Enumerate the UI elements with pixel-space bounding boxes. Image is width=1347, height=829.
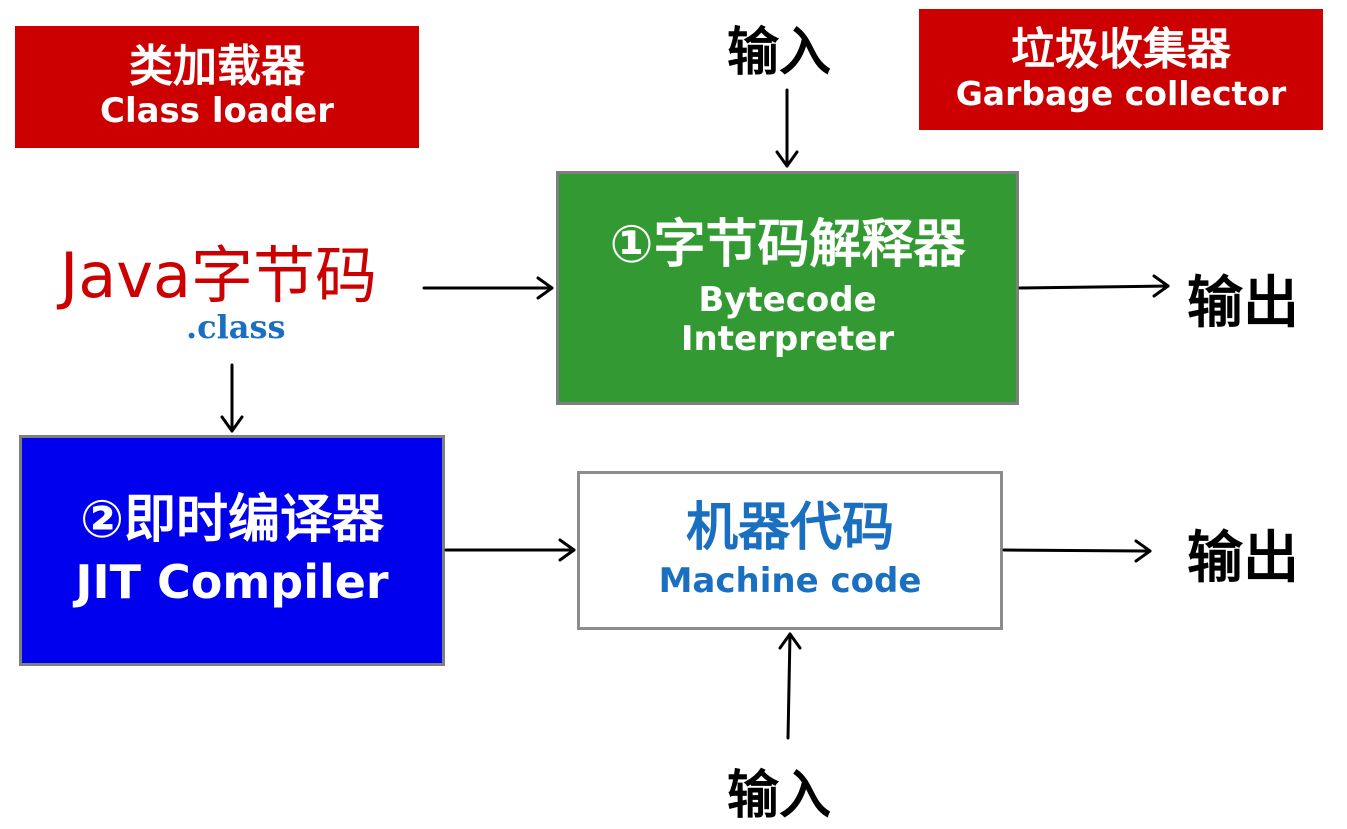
class-loader-title-zh: 类加载器 — [129, 41, 305, 93]
arrow-bytecode-to-interpreter — [422, 276, 554, 300]
arrow-input-to-interpreter — [775, 88, 799, 168]
jit-compiler-box: ②即时编译器 JIT Compiler — [19, 435, 445, 666]
java-bytecode-label: Java字节码 — [60, 239, 377, 312]
output-label-machine: 输出 — [1187, 526, 1299, 591]
interpreter-title-en-line2: Interpreter — [680, 318, 895, 359]
output-label-interpreter: 输出 — [1187, 271, 1299, 336]
arrow-input-to-machine-code — [778, 632, 802, 740]
class-loader-box: 类加载器 Class loader — [15, 26, 419, 148]
class-loader-title-en: Class loader — [100, 90, 334, 131]
jit-title-en: JIT Compiler — [75, 554, 389, 609]
interpreter-title-en-line1: Bytecode — [698, 279, 877, 320]
input-label-bottom: 输入 — [727, 766, 832, 826]
arrow-machine-code-to-output — [1002, 539, 1152, 563]
garbage-collector-box: 垃圾收集器 Garbage collector — [919, 9, 1323, 130]
class-extension-label: .class — [186, 308, 286, 346]
machine-code-title-en: Machine code — [658, 560, 922, 601]
arrow-interpreter-to-output — [1018, 274, 1170, 298]
bytecode-interpreter-box: ①字节码解释器 Bytecode Interpreter — [556, 171, 1019, 405]
arrow-class-to-jit — [220, 363, 244, 433]
gc-title-en: Garbage collector — [955, 73, 1287, 113]
machine-code-title-zh: 机器代码 — [685, 498, 894, 559]
jit-title-zh: ②即时编译器 — [79, 490, 385, 551]
gc-title-zh: 垃圾收集器 — [1011, 24, 1231, 76]
machine-code-box: 机器代码 Machine code — [577, 471, 1003, 630]
arrow-jit-to-machine-code — [444, 538, 576, 562]
input-label-top: 输入 — [727, 23, 832, 83]
interpreter-title-zh: ①字节码解释器 — [609, 215, 966, 276]
